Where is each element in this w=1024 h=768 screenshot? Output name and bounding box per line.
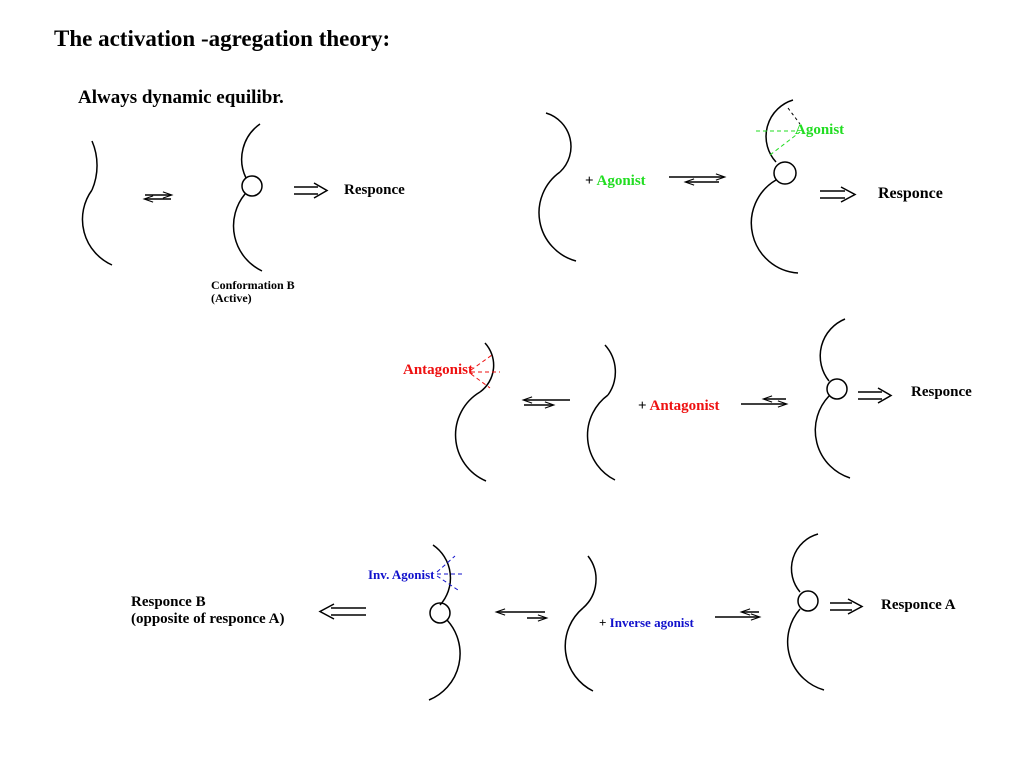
receptor-inactive-r2 [586, 344, 617, 481]
plus-sign-r3: + [599, 615, 607, 630]
response-label-r1a: Responce [344, 182, 405, 198]
equilibrium-arrows-r1b [669, 177, 724, 182]
receptor-inv-agonist-bound-r3 [428, 544, 461, 701]
equilibrium-arrows-r1a [145, 195, 171, 199]
conformation-b-active: (Active) [211, 291, 252, 305]
response-arrow-r2 [858, 387, 893, 404]
response-label-r1b: Responce [878, 185, 943, 202]
page-title: The activation -agregation theory: [54, 26, 391, 51]
bound-inv-agonist-label: Inv. Agonist [368, 567, 435, 582]
response-label-r2: Responce [911, 384, 972, 400]
plus-sign-r2: + [638, 398, 647, 414]
response-arrow-right-r3 [830, 598, 864, 615]
plus-agonist-label: + Agonist [585, 173, 646, 190]
response-arrow-r1a [294, 182, 329, 199]
page-subtitle: Always dynamic equilibr. [78, 87, 284, 108]
inverse-agonist-label: Inverse agonist [609, 615, 694, 630]
antagonist-binding-lines-r2 [470, 354, 500, 389]
equilibrium-arrows-r3b [715, 612, 759, 617]
conformation-b-label: Conformation B (Active) [211, 279, 295, 305]
conformation-b-name: Conformation B [211, 278, 295, 292]
plus-inverse-agonist-label: + Inverse agonist [599, 615, 694, 631]
response-a-label: Responce A [881, 597, 956, 613]
response-arrow-r1b [820, 186, 857, 203]
bound-agonist-label: Agonist [795, 122, 845, 138]
receptor-active-r2 [814, 318, 851, 479]
response-b-name: Responce B [131, 594, 206, 610]
response-b-label: Responce B (opposite of responce A) [131, 594, 284, 628]
inv-agonist-binding-lines-r3 [436, 555, 462, 591]
agonist-binding-lines-r1b [756, 107, 801, 156]
equilibrium-arrows-r3a [497, 612, 546, 618]
equilibrium-arrows-r2a [524, 400, 570, 405]
receptor-active-r1a [232, 123, 263, 272]
plus-sign-r1: + [585, 173, 594, 189]
plus-antagonist-label: + Antagonist [638, 398, 720, 415]
equilibrium-arrows-r2b [741, 399, 786, 404]
antagonist-label: Antagonist [649, 398, 720, 414]
bound-antagonist-label: Antagonist [403, 362, 474, 378]
agonist-label: Agonist [596, 173, 646, 189]
response-b-note: (opposite of responce A) [131, 611, 285, 627]
receptor-active-r3 [786, 533, 825, 691]
receptor-inactive-r3 [564, 555, 597, 692]
receptor-agonist-bound-r1b [750, 99, 799, 274]
receptor-inactive-r1a [81, 140, 113, 266]
receptor-inactive-r1b [538, 112, 577, 262]
response-arrow-left-r3 [318, 603, 366, 620]
receptor-antagonist-bound-r2 [454, 342, 495, 482]
